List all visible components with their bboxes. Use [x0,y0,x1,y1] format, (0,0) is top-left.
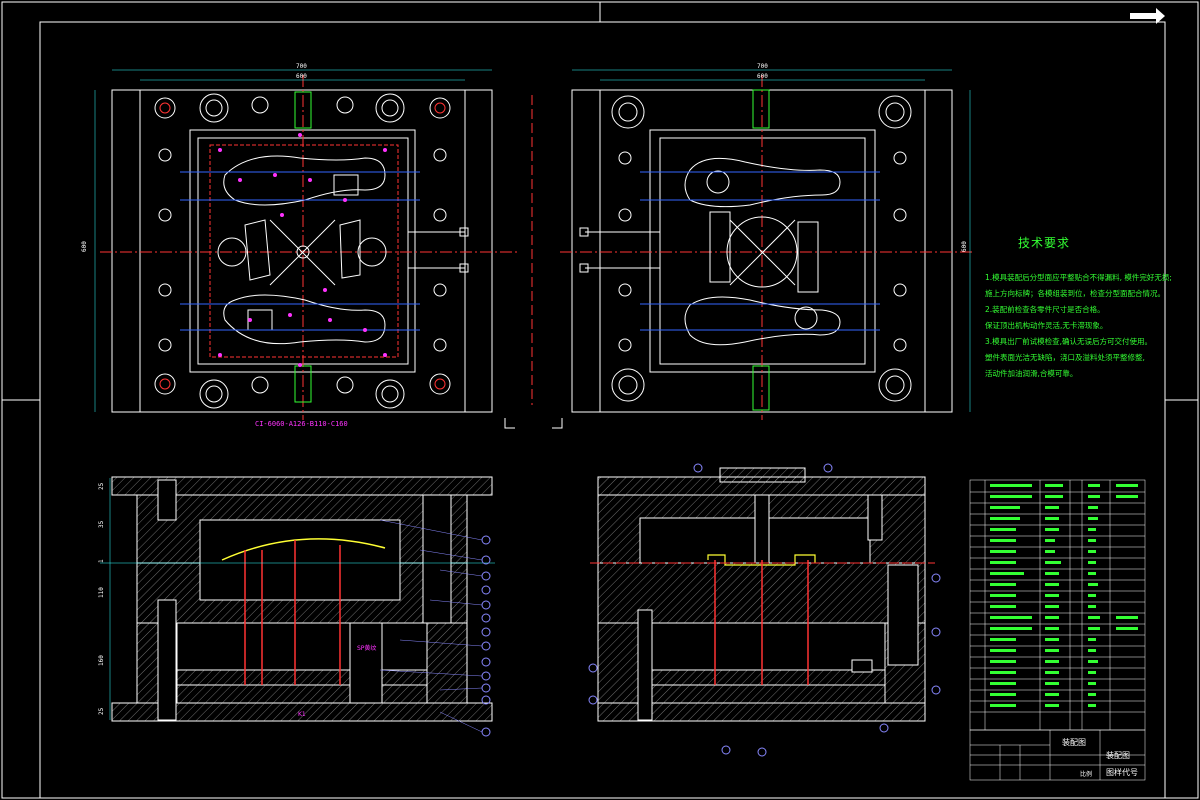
tech-requirements-title: 技术要求 [1018,236,1071,250]
plan-view-moving-half [560,69,975,420]
tech-line-6: 塑件表面光洁无缺陷，浇口及溢料处须平整修整, [985,353,1145,362]
dim-110: 110 [98,587,105,598]
left-dimension-labels: 25 35 1 110 160 25 [98,482,105,715]
dim-right-outer: 700 [757,63,768,70]
section-mark-left [504,418,515,429]
sheet-inner-border [39,21,1166,799]
title-block-drawing-no: 图样代号 [1106,768,1138,777]
dim-25-top: 25 [98,482,105,490]
label-spring: SP黄纹 [357,644,376,652]
tech-requirements-body: 1.模具装配后分型面应平整贴合不得漏料, 模件完好无损; 施上方向标牌；各模组装… [985,270,1172,382]
title-block-assembly: 装配图 [1062,738,1086,747]
dim-1: 1 [98,559,105,563]
tech-line-4: 保证顶出机构动作灵活,无卡滞现象。 [985,321,1108,330]
tech-line-2: 施上方向标牌；各模组装到位，检查分型面配合情况。 [985,289,1165,298]
plan-view-fixed-half [94,69,520,420]
title-block-assembly-right: 装配图 [1106,751,1130,760]
dim-25-bottom: 25 [98,707,105,715]
mold-base-code: CI-6060-A126-B110-C160 [255,420,348,428]
section-mark-right [552,418,563,429]
dim-left-inner: 600 [296,73,307,80]
parts-list-text [990,484,1138,707]
parts-list [969,479,1146,731]
title-block-scale: 比例 [1080,771,1093,778]
dim-160: 160 [98,655,105,666]
label-k1: K1 [298,711,306,718]
dim-left-outer: 700 [296,63,307,70]
tech-line-1: 1.模具装配后分型面应平整贴合不得漏料, 模件完好无损; [985,273,1172,282]
section-view-b [588,463,941,757]
title-block [969,729,1146,781]
dim-35: 35 [98,520,105,528]
section-view-a [100,476,495,737]
dim-right-inner: 600 [757,73,768,80]
tech-line-7: 活动件加油润滑,合模可靠。 [985,369,1078,378]
orientation-arrow [1130,8,1165,24]
tech-line-5: 3.模具出厂前试模检查,确认无误后方可交付使用。 [985,337,1153,346]
tech-line-3: 2.装配前检查各零件尺寸是否合格。 [985,305,1105,314]
dim-left-side: 600 [81,241,88,252]
dim-right-side: 600 [961,241,968,252]
